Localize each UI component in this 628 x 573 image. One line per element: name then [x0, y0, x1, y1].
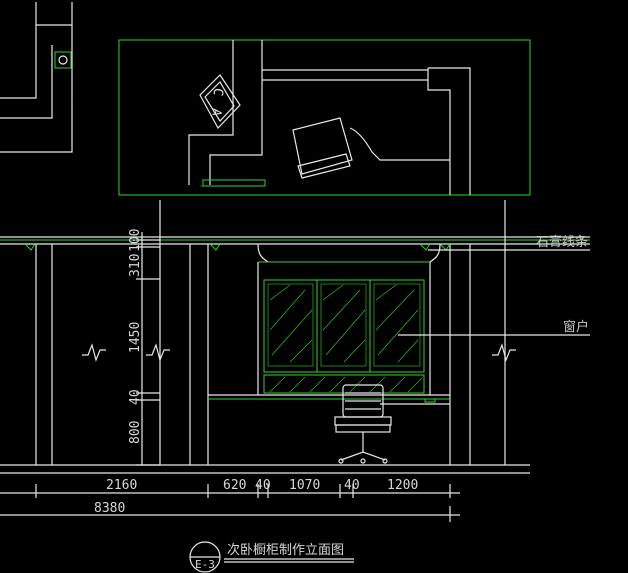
vertical-dimensions: 310 100 1450 40 800: [128, 229, 160, 466]
window-elevation: [263, 279, 425, 394]
room-plan: C A: [118, 39, 531, 196]
section-marker: E-3: [195, 558, 215, 571]
horizontal-dimensions: 2160 620 40 1070 40 1200 8380: [0, 478, 460, 522]
dim-2160: 2160: [106, 478, 137, 493]
plan-tag-bottom: A: [209, 108, 224, 118]
drawing-title-block: E-3 次卧橱柜制作立面图: [189, 541, 354, 573]
desk-elevation: [208, 394, 450, 405]
dim-8380: 8380: [94, 501, 125, 516]
label-gypsum-molding: 石膏线条: [536, 234, 588, 250]
dim-40-vertical: 40: [128, 389, 143, 405]
dim-1450: 1450: [128, 322, 143, 353]
dim-40-right: 40: [344, 478, 360, 493]
chair-elevation-icon: [334, 384, 392, 464]
dim-100: 100: [128, 229, 143, 252]
dim-620: 620: [223, 478, 246, 493]
dim-40-left: 40: [255, 478, 271, 493]
dim-1200: 1200: [387, 478, 418, 493]
plan-fragment-left: [0, 2, 73, 153]
elevation-view: [0, 200, 590, 474]
plan-tag: C A: [199, 74, 241, 130]
glass-hatch: [269, 284, 419, 363]
dim-800: 800: [128, 421, 143, 444]
dim-1070: 1070: [289, 478, 320, 493]
label-window: 窗户: [563, 319, 589, 335]
annotations: 石膏线条 窗户: [398, 234, 590, 336]
dim-310: 310: [128, 254, 143, 277]
plan-tag-top: C: [209, 87, 225, 97]
drawing-title: 次卧橱柜制作立面图: [227, 542, 344, 558]
chair-plan-icon: [292, 117, 353, 179]
